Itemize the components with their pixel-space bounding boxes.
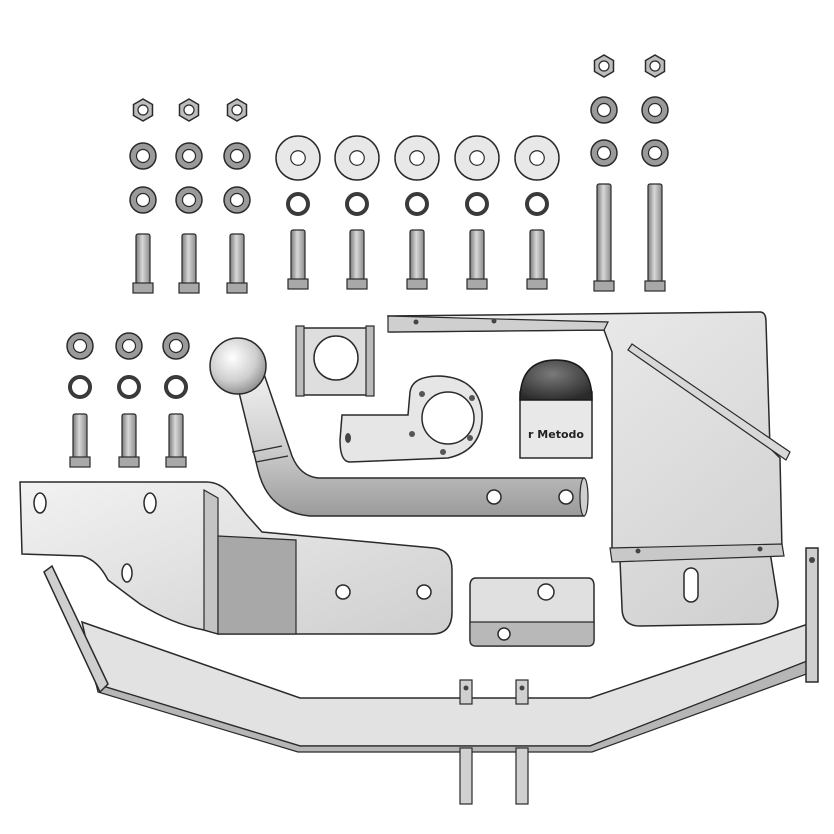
spring-washer <box>68 375 92 399</box>
bolt-shank <box>290 229 306 281</box>
washer-hole <box>349 150 365 166</box>
spring-washer <box>405 192 429 216</box>
bolt-head <box>593 280 615 292</box>
bolt-head <box>644 280 666 292</box>
bolt-head <box>346 278 368 290</box>
spring-washer <box>164 375 188 399</box>
washer-hole <box>290 150 306 166</box>
spring-washer <box>345 192 369 216</box>
washer-hole <box>469 150 485 166</box>
washer-hole <box>229 192 245 208</box>
spring-washer <box>286 192 310 216</box>
washer-hole <box>181 192 197 208</box>
hex-nut-hole <box>183 104 195 116</box>
washer-hole <box>596 102 612 118</box>
bolt-shank <box>409 229 425 281</box>
spring-washer <box>465 192 489 216</box>
washer-hole <box>181 148 197 164</box>
bolt-shank <box>168 413 184 459</box>
tow-ball-neck <box>209 337 589 517</box>
bolt-head <box>466 278 488 290</box>
washer-hole <box>135 148 151 164</box>
bolt-shank <box>72 413 88 459</box>
washer-hole <box>596 145 612 161</box>
bolt-shank <box>349 229 365 281</box>
hex-nut-hole <box>649 60 661 72</box>
bolt-head <box>287 278 309 290</box>
bolt-shank <box>596 183 612 283</box>
socket-adapter-bracket <box>339 375 483 463</box>
bolt-head <box>165 456 187 468</box>
left-side-bracket <box>19 481 453 635</box>
right-side-bracket <box>387 311 791 627</box>
bolt-shank <box>181 233 197 285</box>
hex-nut-hole <box>137 104 149 116</box>
washer-hole <box>409 150 425 166</box>
spring-washer <box>525 192 549 216</box>
bolt-shank <box>121 413 137 459</box>
washer-hole <box>529 150 545 166</box>
bolt-shank <box>229 233 245 285</box>
bolt-head <box>406 278 428 290</box>
bolt-shank <box>529 229 545 281</box>
bolt-head <box>118 456 140 468</box>
washer-hole <box>229 148 245 164</box>
hex-nut-hole <box>231 104 243 116</box>
u-channel-bracket <box>469 577 595 647</box>
hex-nut-hole <box>598 60 610 72</box>
bolt-head <box>226 282 248 294</box>
bolt-head <box>178 282 200 294</box>
fastener-hardware-group <box>66 54 669 468</box>
spring-washer <box>117 375 141 399</box>
washer-hole <box>121 338 137 354</box>
washer-hole <box>72 338 88 354</box>
bolt-shank <box>469 229 485 281</box>
center-mounting-lugs <box>459 679 529 805</box>
washer-hole <box>647 102 663 118</box>
washer-hole <box>135 192 151 208</box>
main-crossbar <box>43 547 819 753</box>
washer-hole <box>168 338 184 354</box>
socket-cover-label: r Metodo <box>528 428 584 441</box>
washer-hole <box>647 145 663 161</box>
socket-cover-cap: r Metodo <box>519 359 593 459</box>
bolt-head <box>132 282 154 294</box>
bolt-shank <box>647 183 663 283</box>
bolt-head <box>69 456 91 468</box>
bolt-head <box>526 278 548 290</box>
bolt-shank <box>135 233 151 285</box>
socket-mounting-plate <box>295 325 375 397</box>
